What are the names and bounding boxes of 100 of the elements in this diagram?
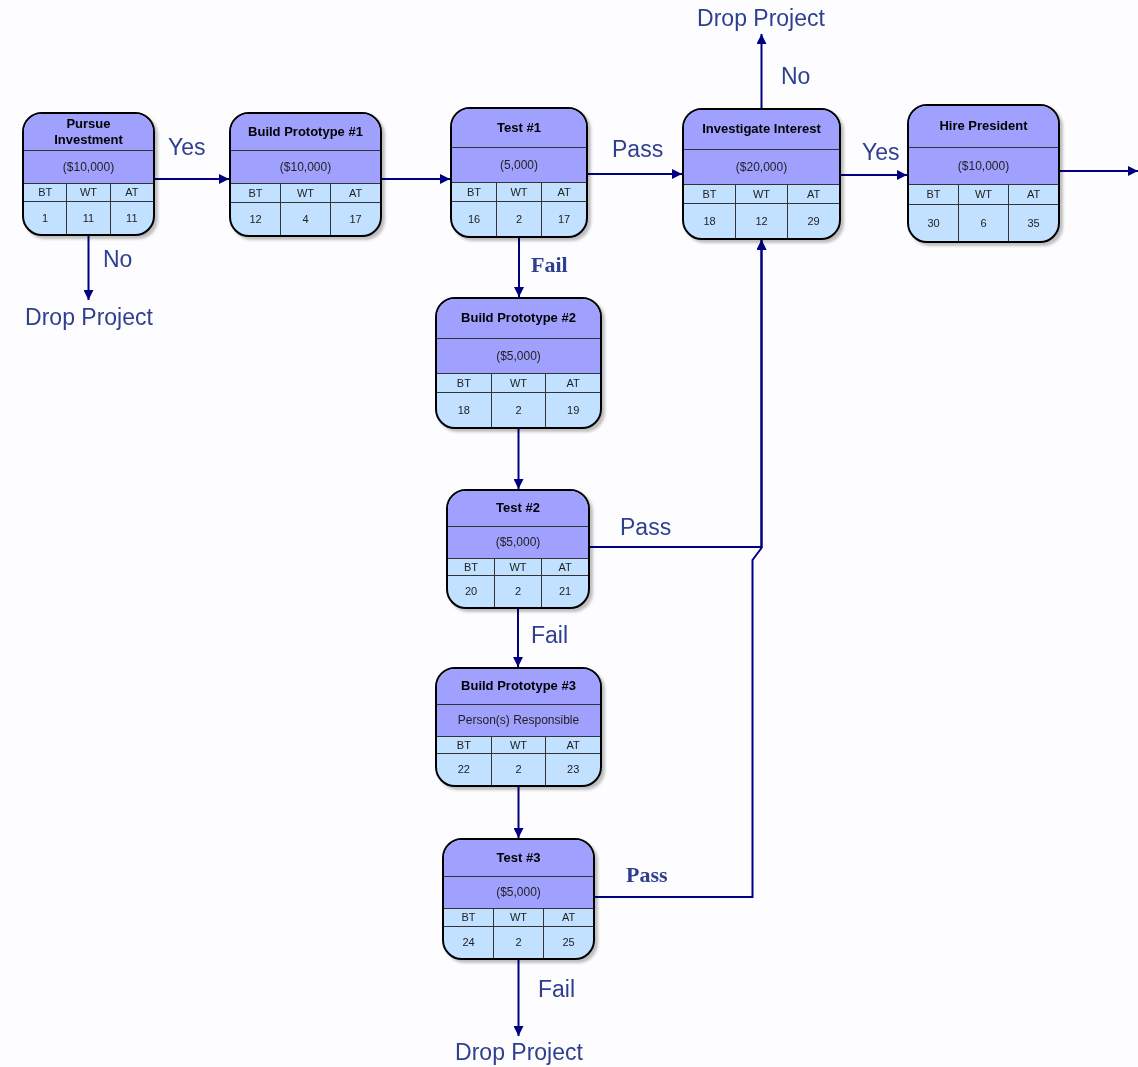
edge-label: Pass bbox=[620, 516, 672, 539]
column-header: BT bbox=[231, 184, 281, 202]
task-title: Build Prototype #3 bbox=[461, 678, 576, 695]
time-value: 2 bbox=[491, 393, 547, 427]
column-header: AT bbox=[565, 737, 581, 753]
time-value: 2 bbox=[497, 202, 542, 236]
task-card bbox=[435, 667, 602, 787]
time-value: 23 bbox=[566, 762, 581, 778]
cost-label: ($20,000) bbox=[735, 158, 788, 176]
task-title: Investigate Interest bbox=[702, 121, 821, 138]
arrow bbox=[154, 174, 230, 184]
outcome-label: Drop Project bbox=[676, 2, 846, 34]
time-value: 17 bbox=[556, 211, 572, 227]
column-header: WT bbox=[736, 184, 788, 204]
task-title: Build Prototype #2 bbox=[461, 310, 576, 327]
column-header: BT bbox=[452, 182, 497, 202]
task-title: Test #3 bbox=[496, 849, 541, 866]
time-value: 12 bbox=[736, 204, 788, 238]
cost-label: ($5,000) bbox=[496, 347, 541, 365]
column-header: WT bbox=[959, 184, 1009, 205]
arrow bbox=[513, 786, 524, 839]
task-card bbox=[442, 838, 595, 960]
column-header: AT bbox=[124, 185, 140, 201]
column-header: AT bbox=[347, 185, 364, 201]
edge-label: Yes bbox=[862, 141, 900, 164]
time-value: 22 bbox=[437, 754, 492, 785]
cost-label: ($10,000) bbox=[62, 159, 115, 176]
task-card bbox=[446, 489, 590, 609]
time-value: 12 bbox=[231, 202, 281, 235]
time-value: 4 bbox=[281, 202, 331, 235]
time-value: 1 bbox=[24, 202, 68, 234]
task-title: Build Prototype #1 bbox=[248, 124, 363, 141]
arrow bbox=[514, 237, 524, 298]
column-header: WT bbox=[491, 736, 547, 754]
arrow bbox=[840, 170, 908, 180]
edge-label: Fail bbox=[538, 978, 576, 1001]
column-header: BT bbox=[437, 373, 492, 393]
arrow bbox=[1059, 166, 1138, 176]
task-card bbox=[907, 104, 1060, 243]
arrow bbox=[756, 33, 767, 109]
column-header: BT bbox=[437, 736, 492, 754]
edge-label: No bbox=[781, 65, 811, 88]
column-header: WT bbox=[67, 183, 111, 202]
task-title: Pursue Investment bbox=[53, 115, 124, 149]
column-header: BT bbox=[909, 184, 959, 205]
column-header: WT bbox=[497, 182, 542, 202]
arrow bbox=[513, 608, 523, 668]
cost-label: (5,000) bbox=[500, 157, 538, 175]
edge-label: Yes bbox=[168, 136, 206, 159]
cost-label: Person(s) Responsible bbox=[457, 712, 580, 730]
arrow bbox=[513, 959, 524, 1037]
column-header: BT bbox=[24, 183, 68, 202]
edge-label: Pass bbox=[626, 864, 668, 886]
column-header: WT bbox=[491, 373, 547, 393]
task-title: Hire President bbox=[939, 118, 1028, 135]
task-card bbox=[450, 107, 588, 238]
arrow bbox=[83, 235, 94, 301]
time-value: 11 bbox=[67, 202, 111, 234]
time-value: 21 bbox=[557, 584, 573, 600]
time-value: 24 bbox=[444, 926, 494, 958]
edge-label: Pass bbox=[612, 138, 664, 161]
time-value: 2 bbox=[494, 926, 544, 958]
column-header: AT bbox=[557, 559, 573, 575]
time-value: 25 bbox=[561, 935, 576, 951]
column-header: WT bbox=[281, 184, 331, 202]
column-header: WT bbox=[494, 908, 544, 926]
arrow bbox=[594, 239, 767, 898]
time-value: 17 bbox=[348, 211, 363, 227]
column-header: BT bbox=[448, 558, 495, 576]
outcome-label: Drop Project bbox=[9, 300, 169, 334]
column-header: AT bbox=[1025, 187, 1042, 203]
task-card bbox=[22, 112, 155, 236]
time-value: 18 bbox=[437, 393, 492, 427]
arrow bbox=[587, 169, 683, 179]
column-header: WT bbox=[495, 558, 542, 576]
column-header: BT bbox=[684, 184, 736, 204]
edge-label: No bbox=[103, 248, 133, 271]
arrow bbox=[381, 174, 451, 184]
time-value: 6 bbox=[959, 205, 1009, 241]
task-card bbox=[229, 112, 382, 237]
time-value: 29 bbox=[806, 213, 821, 229]
column-header: AT bbox=[560, 910, 577, 925]
arrow bbox=[513, 428, 524, 490]
cost-label: ($5,000) bbox=[495, 534, 541, 552]
time-value: 2 bbox=[495, 576, 542, 607]
time-value: 18 bbox=[684, 204, 736, 238]
cost-label: ($10,000) bbox=[279, 159, 332, 177]
cost-label: ($10,000) bbox=[957, 157, 1010, 175]
column-header: AT bbox=[565, 375, 581, 391]
task-title: Test #2 bbox=[496, 500, 540, 517]
cost-label: ($5,000) bbox=[496, 884, 541, 902]
time-value: 2 bbox=[491, 754, 547, 785]
edge-label: Fail bbox=[531, 624, 569, 647]
time-value: 30 bbox=[909, 205, 959, 241]
task-title: Test #1 bbox=[497, 120, 541, 137]
task-card bbox=[435, 297, 602, 429]
edge-label: Fail bbox=[531, 254, 568, 276]
time-value: 19 bbox=[566, 402, 581, 418]
time-value: 20 bbox=[448, 576, 495, 607]
time-value: 16 bbox=[452, 202, 497, 236]
